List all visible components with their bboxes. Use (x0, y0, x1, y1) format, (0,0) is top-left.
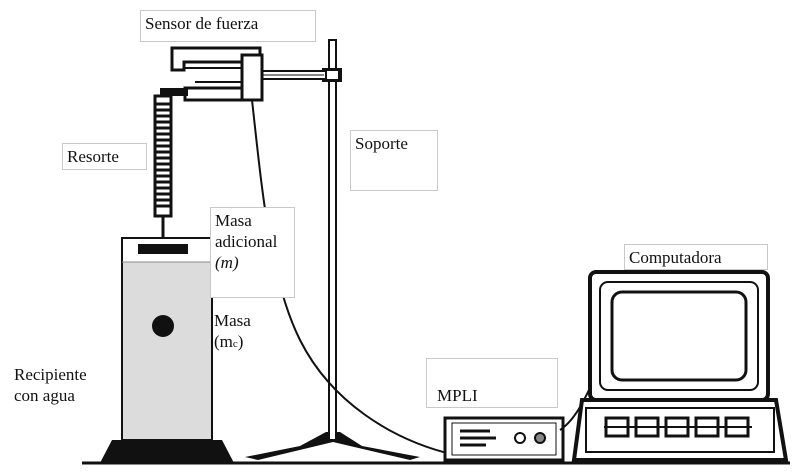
mass-ball (152, 315, 174, 337)
label-soporte: Soporte (350, 130, 438, 191)
sensor-cable (251, 99, 456, 456)
label-masa-adicional: Masa adicional (m) (210, 207, 295, 298)
water-container (100, 237, 234, 463)
support-stand (245, 39, 420, 460)
label-resorte: Resorte (62, 143, 147, 170)
label-mpli: MPLI (426, 358, 558, 408)
label-recipiente: Recipiente con agua (10, 362, 112, 414)
additional-mass (138, 244, 188, 254)
masa-adicional-line2: adicional (215, 232, 278, 251)
masa-line1: Masa (214, 311, 251, 330)
masa-symbol-sub: c (232, 338, 238, 350)
label-sensor-de-fuerza: Sensor de fuerza (140, 10, 316, 42)
computer (571, 270, 789, 462)
label-masa: Masa (mc) (214, 310, 251, 355)
force-sensor (160, 46, 264, 102)
recipiente-line2: con agua (14, 386, 75, 405)
recipiente-line1: Recipiente (14, 365, 87, 384)
mpli-interface (443, 416, 565, 462)
masa-adicional-line1: Masa (215, 211, 252, 230)
masa-adicional-symbol: (m) (215, 253, 239, 272)
spring (153, 94, 173, 325)
masa-symbol: (mc) (214, 332, 244, 351)
label-computadora: Computadora (624, 244, 768, 270)
